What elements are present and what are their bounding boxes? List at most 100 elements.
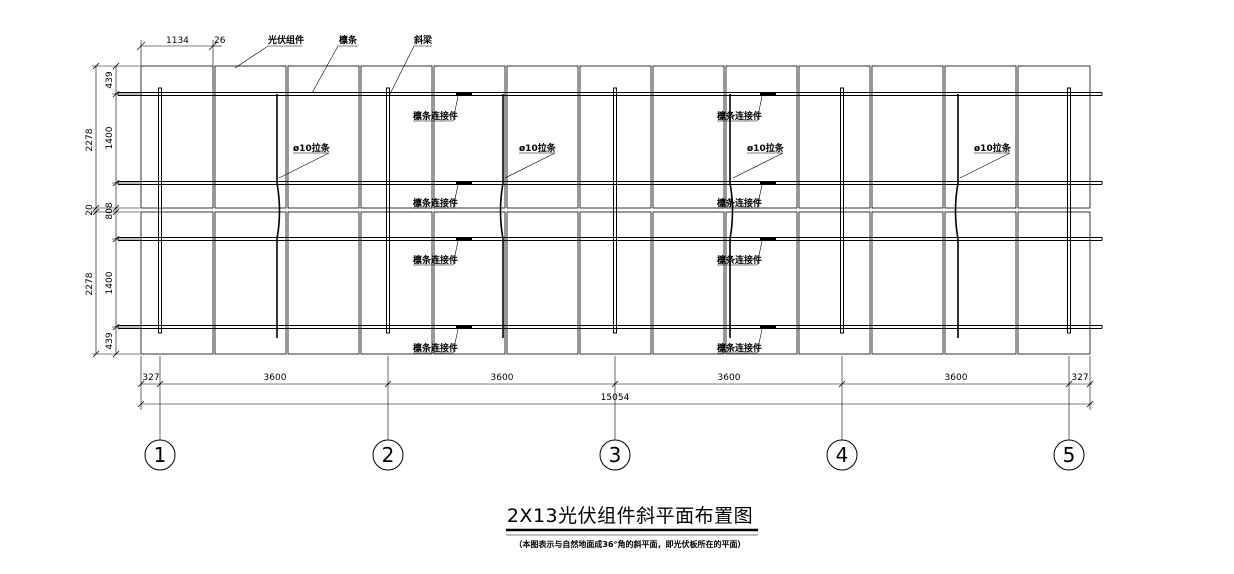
dim-bottom-4: 3600 [718, 373, 741, 383]
dim-left-inner-2: 1400 [105, 126, 115, 149]
dimension-tick [92, 204, 100, 212]
left-dimensions [92, 65, 140, 355]
dim-module-width: 1134 [166, 36, 189, 46]
tie-rod-label: ø10拉条 [747, 142, 785, 154]
pv-module-grid [140, 65, 1091, 355]
tie-rod-curve [729, 182, 734, 240]
slant-beams [158, 87, 1071, 334]
axis-lines [159, 356, 1070, 440]
slant-beam [386, 87, 390, 334]
dimension-tick [1065, 380, 1073, 388]
purlin-connector-label-leader [756, 184, 763, 209]
tie-rod-curve [954, 182, 959, 240]
dim-bottom-1: 327 [142, 373, 159, 383]
pv-module [360, 65, 433, 209]
dim-module-gap: 26 [214, 36, 226, 46]
purlin-connector-label-leader [452, 240, 459, 266]
dimension-tick [1086, 400, 1094, 408]
dimension-tick [92, 62, 100, 70]
dimension-tick [384, 380, 392, 388]
tie-rod-label-leader [504, 152, 556, 179]
pv-module [360, 211, 433, 355]
purlin-connector-label: 檩条连接件 [717, 197, 762, 209]
tie-rod-label-leader [959, 152, 1011, 179]
pv-module [579, 211, 652, 355]
pv-module [944, 211, 1017, 355]
purlin-connector-label: 檩条连接件 [413, 254, 458, 266]
dimension-tick [112, 62, 120, 70]
purlins [117, 92, 1103, 329]
dim-left-inner-5: 439 [105, 332, 115, 349]
dim-left-outer-2: 20 [85, 204, 95, 216]
pv-module [798, 211, 871, 355]
pv-module [1017, 65, 1091, 209]
dimension-tick [1086, 380, 1094, 388]
dimension-tick [137, 400, 145, 408]
pv-module [944, 65, 1017, 209]
pv-module [506, 65, 579, 209]
dimension-tick [838, 380, 846, 388]
pv-module [652, 211, 725, 355]
dim-bottom-5: 3600 [945, 373, 968, 383]
purlin-connector-label-leader [756, 95, 763, 122]
pv-module [287, 65, 360, 209]
dim-bottom-3: 3600 [491, 373, 514, 383]
label-slant-beam: 斜梁 [413, 34, 433, 46]
pv-module [287, 211, 360, 355]
bottom-dimension-ticks [137, 380, 1094, 408]
slant-beam [1067, 87, 1071, 334]
purlin-connector-label: 檩条连接件 [717, 342, 762, 354]
pv-module [506, 211, 579, 355]
axis-bubble [826, 439, 858, 471]
dim-left-inner-4: 1400 [105, 271, 115, 294]
pv-module [652, 65, 725, 209]
pv-module [1017, 211, 1091, 355]
tie-rod-label-leader [732, 152, 784, 179]
dim-left-outer-3: 2278 [85, 272, 95, 295]
axis-number: 5 [1063, 443, 1076, 467]
dimension-tick [92, 208, 100, 216]
bottom-dimensions [140, 356, 1092, 410]
dimension-tick [112, 235, 120, 243]
purlin-connector-label-leader [452, 328, 459, 354]
axis-number: 3 [609, 443, 622, 467]
pv-module [214, 211, 287, 355]
tie-rod-curve [499, 182, 504, 240]
dim-bottom-2: 3600 [264, 373, 287, 383]
slant-beam [613, 87, 617, 334]
purlin-connector-label: 檩条连接件 [413, 110, 458, 122]
tie-rod-curve [276, 182, 281, 240]
purlin-connector-label-leader [756, 240, 763, 266]
pv-module [140, 65, 214, 209]
axis-number: 4 [836, 443, 849, 467]
dim-bottom-6: 327 [1071, 373, 1088, 383]
pv-module [140, 211, 214, 355]
dim-left-inner-3: 808 [105, 202, 115, 219]
dimension-tick [137, 380, 145, 388]
axis-bubble [599, 439, 631, 471]
pv-module [798, 65, 871, 209]
purlin-connector-label: 檩条连接件 [413, 197, 458, 209]
label-purlin: 檩条 [339, 34, 358, 46]
pv-module [214, 65, 287, 209]
dimension-tick [112, 179, 120, 187]
dimension-tick [112, 208, 120, 216]
pv-module [433, 211, 506, 355]
purlin-connector-label-leader [452, 95, 459, 122]
dim-left-outer-1: 2278 [85, 128, 95, 151]
axis-bubble [372, 439, 404, 471]
tie-rod-label: ø10拉条 [293, 142, 331, 154]
dim-bottom-total: 15054 [601, 393, 630, 403]
slant-beam [840, 87, 844, 334]
purlin-connector-label: 檩条连接件 [717, 110, 762, 122]
pv-module [871, 211, 944, 355]
dimension-tick [112, 350, 120, 358]
label-pv-module: 光伏组件 [267, 34, 304, 46]
purlin-connector-label: 檩条连接件 [413, 342, 458, 354]
purlin-connector-label-leader [452, 184, 459, 209]
tie-rod-label: ø10拉条 [974, 142, 1012, 154]
tie-rod-label-leader [278, 152, 330, 179]
dimension-tick [156, 380, 164, 388]
purlin-connector-label: 檩条连接件 [717, 254, 762, 266]
